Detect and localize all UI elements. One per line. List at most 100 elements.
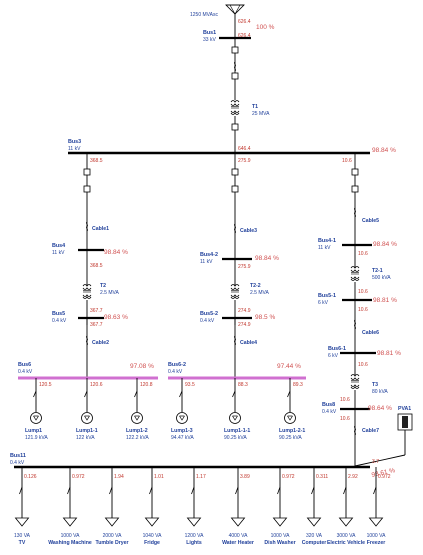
bus4-1-label: Bus4-1 bbox=[318, 238, 336, 244]
t2-2-rating: 2.5 MVA bbox=[250, 290, 269, 296]
flow-value: 10.6 bbox=[358, 251, 368, 257]
appliance-name: TV bbox=[19, 540, 26, 546]
lump-name: Lump1-1-1 bbox=[224, 428, 250, 434]
breaker[interactable] bbox=[231, 168, 239, 176]
cable2-label: Cable2 bbox=[92, 340, 109, 346]
flow-value: 1.17 bbox=[196, 474, 206, 480]
bus5-2-voltage: 0.4 kV bbox=[200, 318, 215, 324]
breaker[interactable] bbox=[351, 185, 359, 193]
load-triangle-icon bbox=[105, 517, 119, 527]
appliance-name: Water Heater bbox=[222, 540, 254, 546]
appliance-name: Fridge bbox=[144, 540, 160, 546]
bus5-1-voltage: 6 kV bbox=[318, 300, 329, 306]
appliance-name: Dish Washer bbox=[264, 540, 295, 546]
bus5-2-label: Bus5-2 bbox=[200, 311, 218, 317]
bus-voltage-pct: 97.08 % bbox=[130, 363, 154, 370]
load-icon bbox=[229, 412, 241, 424]
grid-source[interactable] bbox=[225, 4, 245, 38]
appliance-name: Lights bbox=[186, 540, 202, 546]
breaker[interactable] bbox=[231, 46, 239, 54]
transformer-icon[interactable] bbox=[230, 284, 240, 299]
bus4-voltage: 11 kV bbox=[52, 250, 65, 256]
lump-rating: 94.47 kVA bbox=[171, 435, 194, 441]
t2-label: T2 bbox=[100, 283, 106, 289]
flow-value: 88.3 bbox=[238, 382, 248, 388]
appliance-name: Tumble Dryer bbox=[95, 540, 128, 546]
appliance-rating: 3000 VA bbox=[337, 533, 356, 539]
load-icon bbox=[176, 412, 188, 424]
bus6-voltage: 0.4 kV bbox=[18, 369, 33, 375]
bus5-voltage: 0.4 kV bbox=[52, 318, 67, 324]
flow-value: 626.4 bbox=[238, 19, 251, 25]
breaker[interactable] bbox=[231, 72, 239, 80]
bus-voltage-pct: 100 % bbox=[256, 24, 275, 31]
cable7-label: Cable7 bbox=[362, 428, 379, 434]
t3-rating: 80 kVA bbox=[372, 389, 388, 395]
load-triangle-icon bbox=[231, 517, 245, 527]
bus-voltage-pct: 98.5 % bbox=[255, 314, 275, 321]
t3-label: T3 bbox=[372, 382, 378, 388]
breaker[interactable] bbox=[231, 123, 239, 131]
appliance-rating: 1000 VA bbox=[367, 533, 386, 539]
bus4-2-voltage: 11 kV bbox=[200, 259, 213, 265]
t2-2-label: T2-2 bbox=[250, 283, 261, 289]
flow-value: 274.9 bbox=[238, 308, 251, 314]
transformer-icon[interactable] bbox=[350, 374, 360, 389]
bus6-2-voltage: 0.4 kV bbox=[168, 369, 183, 375]
flow-value: 367.7 bbox=[90, 308, 103, 314]
breaker[interactable] bbox=[351, 168, 359, 176]
bus-voltage-pct: 97.44 % bbox=[277, 363, 301, 370]
transformer-icon[interactable] bbox=[82, 284, 92, 299]
transformer-icon[interactable] bbox=[230, 100, 240, 115]
flow-value: 0.972 bbox=[72, 474, 85, 480]
flow-value: 10.6 bbox=[358, 362, 368, 368]
appliance-rating: 1000 VA bbox=[61, 533, 80, 539]
cable4-label: Cable4 bbox=[240, 340, 257, 346]
load-triangle-icon bbox=[369, 517, 383, 527]
appliance-rating: 2000 VA bbox=[103, 533, 122, 539]
flow-value: 120.8 bbox=[140, 382, 153, 388]
pv-label: PVA1 bbox=[398, 406, 411, 412]
lump-name: Lump1-3 bbox=[171, 428, 193, 434]
bus3-voltage: 11 kV bbox=[68, 146, 81, 152]
bus4-2-label: Bus4-2 bbox=[200, 252, 218, 258]
flow-value: 93.5 bbox=[185, 382, 195, 388]
flow-value: 10.6 bbox=[340, 416, 350, 422]
bus-voltage-pct: 98.84 % bbox=[104, 249, 128, 256]
flow-value: 1.94 bbox=[114, 474, 124, 480]
flow-value: 0.126 bbox=[24, 474, 37, 480]
load-icon bbox=[81, 412, 93, 424]
load-triangle-icon bbox=[145, 517, 159, 527]
breaker[interactable] bbox=[83, 185, 91, 193]
transformer-icon[interactable] bbox=[350, 266, 360, 281]
flow-value: 10.6 bbox=[358, 289, 368, 295]
flow-value: 120.6 bbox=[90, 382, 103, 388]
breaker[interactable] bbox=[231, 185, 239, 193]
flow-value: 3.7 bbox=[372, 459, 379, 465]
lump-rating: 90.25 kVA bbox=[224, 435, 247, 441]
t1-label: T1 bbox=[252, 104, 258, 110]
appliance-rating: 4000 VA bbox=[229, 533, 248, 539]
pv-array[interactable] bbox=[354, 413, 413, 467]
breaker[interactable] bbox=[83, 168, 91, 176]
load-triangle-icon bbox=[273, 517, 287, 527]
